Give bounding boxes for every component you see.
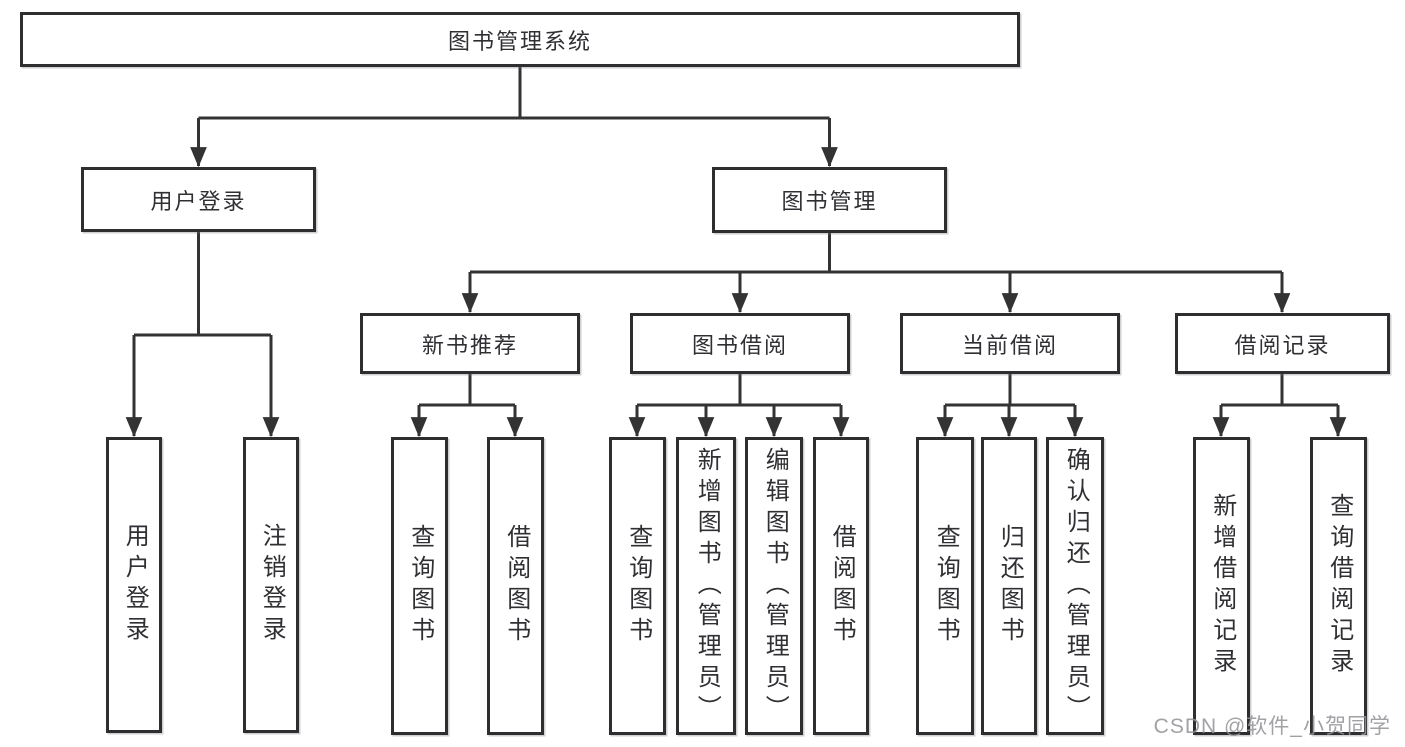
leaf-user-login: 用户登录 <box>106 437 162 733</box>
leaf-query-books-borrow: 查询图书 <box>609 437 666 735</box>
leaf-query-books-borrow-label: 查询图书 <box>624 524 652 648</box>
leaf-add-book-admin: 新增图书（管理员） <box>676 437 736 735</box>
node-user-login: 用户登录 <box>81 167 316 232</box>
node-book-borrow: 图书借阅 <box>630 313 850 374</box>
watermark: CSDN @软件_小贺同学 <box>1153 715 1391 738</box>
leaf-user-login-label: 用户登录 <box>121 523 149 647</box>
node-book-management-label: 图书管理 <box>781 189 878 214</box>
node-root-label: 图书管理系统 <box>447 28 592 54</box>
node-new-book-recommend-label: 新书推荐 <box>421 332 518 358</box>
node-new-book-recommend: 新书推荐 <box>360 313 580 374</box>
leaf-logout-label: 注销登录 <box>258 523 286 647</box>
leaf-add-borrow-record: 新增借阅记录 <box>1193 437 1250 735</box>
leaf-query-books-recommend-label: 查询图书 <box>406 524 434 648</box>
node-user-login-label: 用户登录 <box>150 188 247 214</box>
leaf-borrow-books-label: 借阅图书 <box>828 524 856 648</box>
leaf-add-book-admin-label: 新增图书（管理员） <box>693 446 721 726</box>
node-book-borrow-label: 图书借阅 <box>691 332 788 358</box>
leaf-confirm-return-admin: 确认归还（管理员） <box>1046 437 1104 735</box>
node-current-borrow-label: 当前借阅 <box>961 332 1058 358</box>
node-borrow-records: 借阅记录 <box>1175 313 1390 374</box>
node-book-management: 图书管理 <box>712 167 947 233</box>
node-root: 图书管理系统 <box>20 12 1020 67</box>
leaf-borrow-books-recommend-label: 借阅图书 <box>502 524 530 648</box>
leaf-borrow-books-recommend: 借阅图书 <box>487 437 544 735</box>
trunk-lines <box>134 66 1338 407</box>
leaf-return-book: 归还图书 <box>981 437 1037 735</box>
leaf-confirm-return-admin-label: 确认归还（管理员） <box>1062 446 1090 726</box>
leaf-edit-book-admin-label: 编辑图书（管理员） <box>761 446 789 726</box>
leaf-borrow-books: 借阅图书 <box>813 437 869 735</box>
leaf-add-borrow-record-label: 新增借阅记录 <box>1208 493 1236 679</box>
leaf-logout: 注销登录 <box>243 437 299 733</box>
leaf-query-borrow-record-label: 查询借阅记录 <box>1325 493 1353 679</box>
leaf-query-books-current: 查询图书 <box>916 437 974 735</box>
leaf-query-borrow-record: 查询借阅记录 <box>1310 437 1367 735</box>
node-current-borrow: 当前借阅 <box>900 313 1120 374</box>
leaf-return-book-label: 归还图书 <box>996 524 1024 648</box>
leaf-query-books-recommend: 查询图书 <box>391 437 448 735</box>
leaf-edit-book-admin: 编辑图书（管理员） <box>745 437 803 735</box>
leaf-query-books-current-label: 查询图书 <box>932 524 960 648</box>
node-borrow-records-label: 借阅记录 <box>1234 332 1331 358</box>
